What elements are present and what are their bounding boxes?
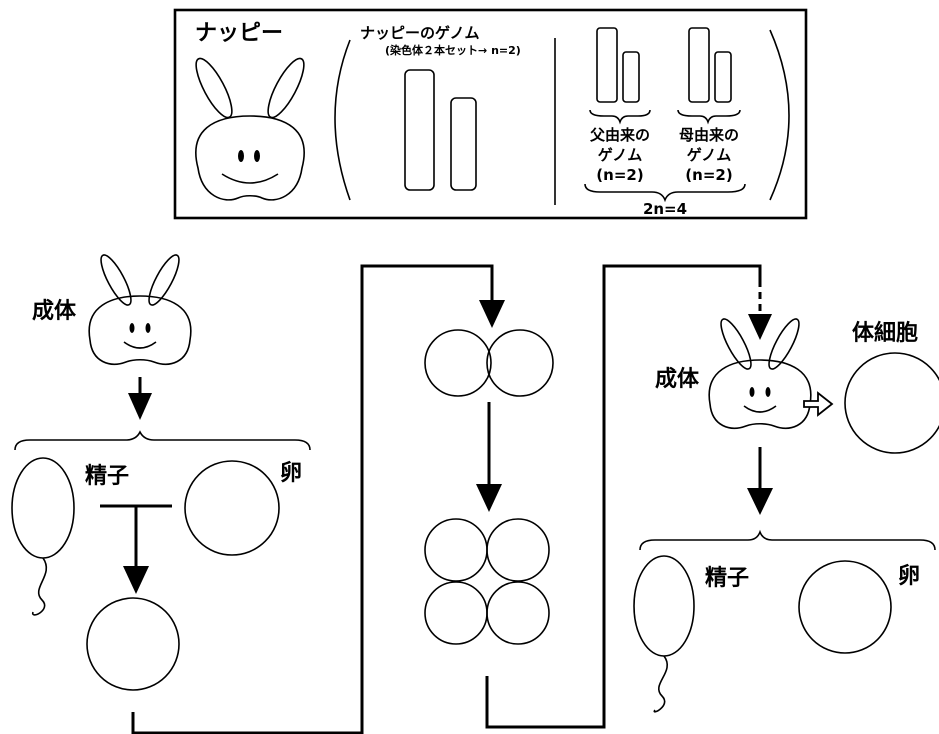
maternal-label: 母由来の: [679, 126, 739, 144]
connector-middle-right: [485, 264, 762, 729]
arrow-two-to-four-cell: [476, 484, 502, 512]
genome-note: (染色体２本セット→ n=2): [385, 43, 521, 57]
arrow-adult-to-gametes-left: [128, 393, 152, 420]
somatic-hollow-arrow: [803, 391, 834, 417]
four-cell-bottom-left: [424, 581, 488, 645]
arrow-adult-to-gametes-right: [747, 488, 773, 515]
paternal-brace: [589, 109, 651, 125]
sperm-tail-right: [653, 655, 669, 713]
egg-label-left: 卵: [280, 461, 302, 486]
four-cell-top-right: [486, 518, 550, 582]
maternal-genome-word: ゲノム: [687, 146, 732, 164]
maternal-chromosome-long: [688, 27, 710, 103]
two-cell-left: [424, 329, 492, 397]
paternal-n: (n=2): [596, 166, 643, 184]
egg-cell-right: [798, 560, 892, 654]
chromosome-short: [450, 97, 477, 191]
paternal-chromosome-long: [596, 27, 618, 103]
egg-cell-left: [184, 460, 280, 556]
sperm-tail-left: [32, 557, 48, 616]
total-chromosomes: 2n=4: [643, 200, 687, 218]
paternal-label: 父由来の: [589, 126, 650, 144]
four-cell-bottom-right: [486, 581, 550, 645]
adult-label-left: 成体: [32, 299, 77, 324]
sperm-cell-right: [633, 555, 695, 657]
gamete-brace-right: [639, 529, 936, 551]
maternal-brace: [677, 109, 741, 125]
paternal-genome-word: ゲノム: [598, 146, 643, 164]
arrow-into-middle: [479, 300, 505, 328]
chromosome-long: [404, 69, 435, 191]
arrow-to-adult-right: [748, 314, 772, 340]
egg-label-right: 卵: [898, 564, 920, 589]
arrow-to-zygote: [123, 566, 149, 594]
creature-name: ナッピー: [195, 21, 283, 46]
paternal-chromosome-short: [622, 51, 640, 103]
creature-bunny-icon: [195, 57, 305, 201]
open-bracket: [334, 39, 351, 201]
maternal-chromosome-short: [714, 51, 732, 103]
four-cell-top-left: [424, 518, 488, 582]
zygote-cell: [86, 597, 180, 691]
adult-bunny-icon-left: [88, 250, 192, 365]
connector-left-middle: [131, 264, 494, 734]
sperm-label-left: 精子: [85, 463, 129, 489]
adult-label-right: 成体: [655, 367, 700, 392]
maternal-n: (n=2): [685, 166, 732, 184]
somatic-cell: [844, 352, 939, 454]
genome-heading: ナッピーのゲノム: [360, 24, 480, 42]
sperm-label-right: 精子: [705, 565, 749, 591]
total-brace: [584, 183, 746, 203]
genome-box: ナッピー ナッピーのゲノム (染色体２本セット→ n=2) 父由来の ゲノム (…: [173, 8, 808, 220]
sperm-cell-left: [11, 457, 75, 559]
somatic-cell-label: 体細胞: [852, 320, 918, 346]
close-bracket: [769, 29, 790, 201]
two-cell-right: [486, 329, 554, 397]
gamete-brace-left: [14, 430, 311, 451]
